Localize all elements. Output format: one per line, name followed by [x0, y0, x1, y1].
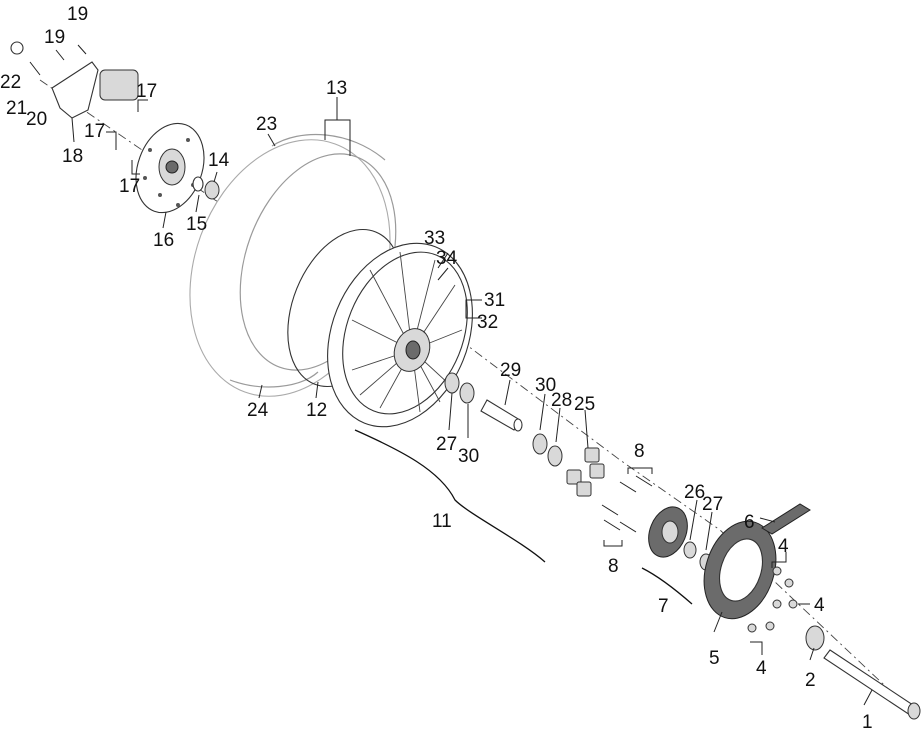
callout-13: 13: [326, 78, 347, 99]
callout-17c: 17: [119, 176, 140, 197]
group-brace-7: [641, 567, 693, 605]
chain-link: [761, 503, 811, 535]
callout-28: 28: [551, 390, 572, 411]
callout-8b: 8: [608, 556, 619, 577]
callout-23: 23: [256, 114, 277, 135]
sprocket-nuts: [747, 566, 798, 633]
callout-19b: 19: [44, 27, 65, 48]
callout-18: 18: [62, 146, 83, 167]
callout-30a: 30: [535, 375, 556, 396]
callout-25: 25: [574, 394, 595, 415]
hub-spacers-left: [192, 176, 220, 200]
callout-1: 1: [862, 712, 873, 733]
callout-29: 29: [500, 360, 521, 381]
rear-sprocket: [703, 520, 777, 620]
callout-12: 12: [306, 400, 327, 421]
callout-20: 20: [26, 109, 47, 130]
callout-22: 22: [0, 72, 21, 93]
callout-30b: 30: [458, 446, 479, 467]
callout-5: 5: [709, 648, 720, 669]
callout-27a: 27: [436, 434, 457, 455]
group-brace-11: [354, 429, 546, 563]
rear-axle: [823, 649, 921, 720]
callout-19a: 19: [67, 4, 88, 25]
hub-bearings: [444, 372, 475, 404]
callout-6: 6: [744, 512, 755, 533]
callout-17b: 17: [84, 121, 105, 142]
callout-15: 15: [186, 214, 207, 235]
callout-34: 34: [436, 248, 458, 269]
callout-4a: 4: [778, 536, 789, 557]
callout-numbers: 1 2 4 4 4 5 6 7 8 8 11 12 13 14 15 16 17…: [0, 4, 873, 733]
callout-33: 33: [424, 228, 445, 249]
spacer-tube: [480, 399, 523, 432]
callout-4c: 4: [756, 658, 767, 679]
callout-27b: 27: [702, 494, 723, 515]
callout-26: 26: [684, 482, 705, 503]
axle-nut: [805, 625, 825, 651]
brake-disc: [135, 122, 205, 214]
cush-dampers: [566, 447, 605, 497]
callout-11: 11: [432, 511, 452, 532]
callout-17a: 17: [136, 81, 157, 102]
callout-21: 21: [6, 98, 27, 119]
hub-bearings-right: [532, 433, 563, 467]
callout-4b: 4: [814, 595, 825, 616]
callout-24: 24: [247, 400, 269, 421]
callout-8a: 8: [634, 441, 645, 462]
callout-7: 7: [658, 596, 669, 617]
callout-2: 2: [805, 670, 816, 691]
sprocket-carrier: [648, 506, 713, 571]
brake-caliper: [10, 41, 139, 119]
callout-leaders: [71, 97, 873, 706]
callout-16: 16: [153, 230, 174, 251]
callout-14: 14: [208, 150, 230, 171]
callout-32: 32: [477, 312, 498, 333]
spoked-rim: [327, 242, 473, 428]
sprocket-carrier-bolts: [601, 475, 653, 533]
callout-31: 31: [484, 290, 505, 311]
